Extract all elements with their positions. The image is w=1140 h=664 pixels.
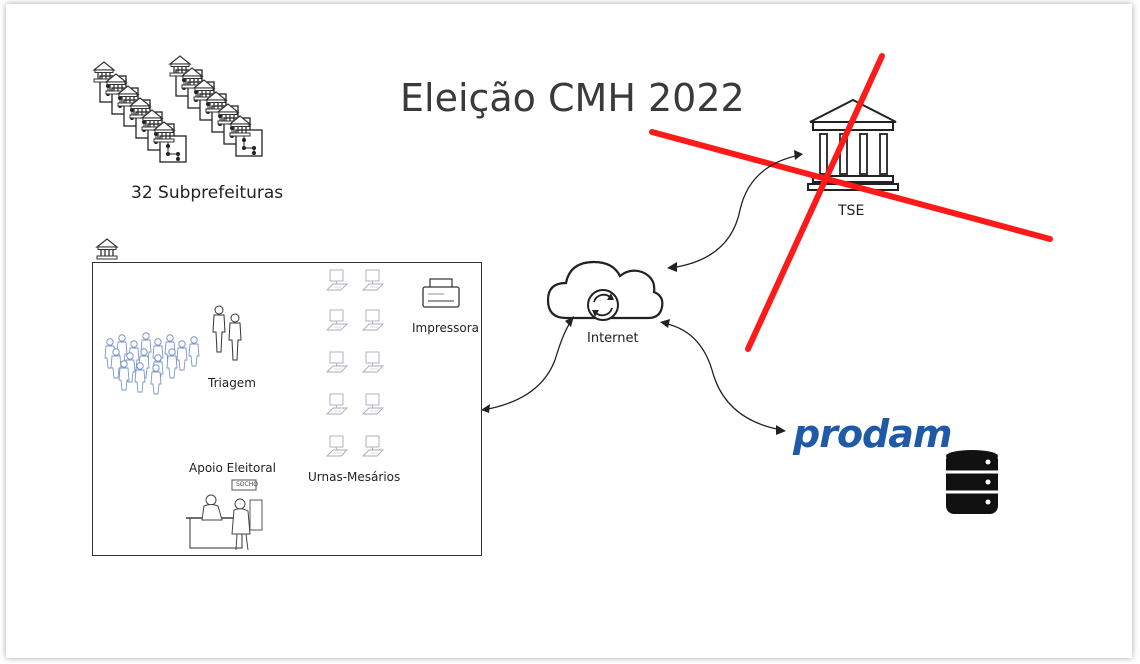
- urnas-label: Urnas-Mesários: [308, 470, 401, 484]
- printer-icon: [422, 278, 460, 308]
- database-icon: [946, 450, 998, 514]
- desk-sign-label: SOCHO: [236, 481, 258, 488]
- arrow-heads: [481, 150, 803, 435]
- subprefeituras-label: 32 Subprefeituras: [131, 183, 284, 203]
- red-cross-icon: [649, 53, 1053, 352]
- tse-label: TSE: [838, 203, 865, 219]
- triagem-label: Triagem: [208, 376, 256, 390]
- arrow-internet-tse: [669, 154, 801, 269]
- internet-label: Internet: [587, 331, 639, 346]
- cloud-sync-icon: [546, 260, 664, 321]
- prodam-logo: prodam: [793, 412, 952, 456]
- arrow-room-internet: [482, 319, 573, 411]
- impressora-label: Impressora: [412, 321, 480, 335]
- subprefeituras-icon: [94, 56, 262, 162]
- arrow-internet-prodam: [662, 322, 783, 431]
- slide-title: Eleição CMH 2022: [400, 76, 745, 120]
- officials-icon: [212, 305, 242, 361]
- voting-room: [92, 262, 482, 556]
- apoio-desk-icon: [186, 479, 263, 551]
- slide: [6, 4, 1132, 658]
- connector-arrows: [482, 154, 801, 431]
- building-icon: [96, 238, 118, 260]
- apoio-label: Apoio Eleitoral: [189, 461, 276, 475]
